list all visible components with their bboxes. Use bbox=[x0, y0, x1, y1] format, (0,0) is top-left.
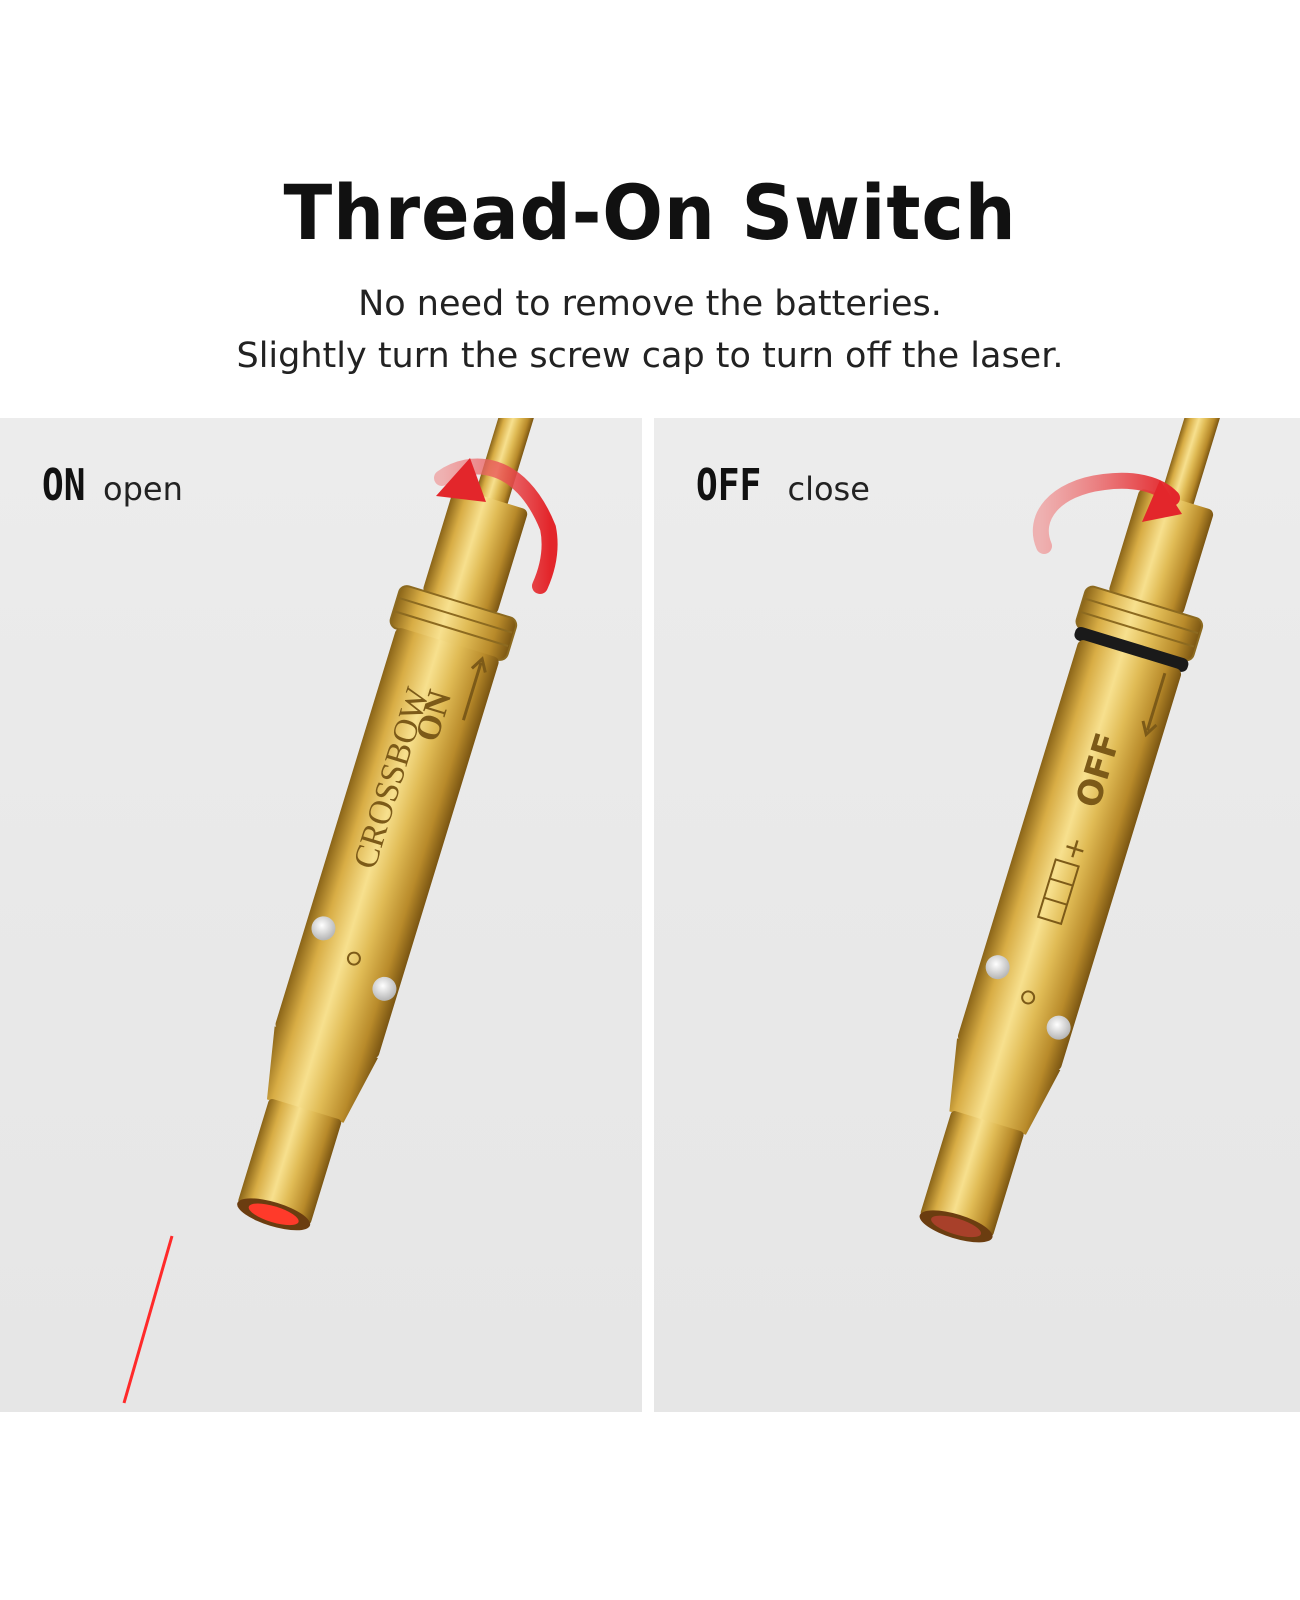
main-body bbox=[275, 628, 499, 1059]
state-label-off: OFF close bbox=[696, 460, 870, 511]
subtitle-line-2: Slightly turn the screw cap to turn off … bbox=[236, 336, 1064, 376]
page-title: Thread-On Switch bbox=[283, 168, 1017, 257]
state-description: close bbox=[787, 470, 870, 508]
screw-dot bbox=[985, 955, 1010, 980]
screw-dot bbox=[346, 951, 361, 966]
subtitle-line-1: No need to remove the batteries. bbox=[358, 284, 942, 324]
shoulder bbox=[266, 1026, 378, 1123]
state-word: ON bbox=[42, 460, 86, 511]
o-ring bbox=[1074, 626, 1189, 672]
panel-on: CROSSBOW ON ON open bbox=[0, 418, 642, 1412]
neck bbox=[920, 1111, 1024, 1237]
screw-cap bbox=[423, 488, 528, 614]
main-body bbox=[957, 640, 1182, 1071]
screw-dot bbox=[1021, 990, 1036, 1005]
screw-dot bbox=[311, 916, 336, 941]
rotate-arrow-icon bbox=[1032, 472, 1180, 554]
rod bbox=[469, 418, 537, 523]
shoulder bbox=[949, 1038, 1061, 1135]
state-word: OFF bbox=[696, 460, 762, 511]
state-label-on: ON open bbox=[42, 460, 183, 511]
battery-icon bbox=[1036, 858, 1080, 926]
neck bbox=[238, 1098, 342, 1225]
screw-cap bbox=[1109, 489, 1214, 615]
state-description: open bbox=[102, 470, 183, 508]
boresight-laser-off-image: + OFF bbox=[919, 418, 1223, 1243]
panel-off: + OFF OFF close bbox=[654, 418, 1300, 1412]
screw-dot bbox=[372, 976, 397, 1001]
screw-dot bbox=[1046, 1015, 1071, 1040]
boresight-laser-on-image: CROSSBOW ON bbox=[122, 418, 558, 1404]
laser-beam bbox=[122, 1235, 174, 1404]
